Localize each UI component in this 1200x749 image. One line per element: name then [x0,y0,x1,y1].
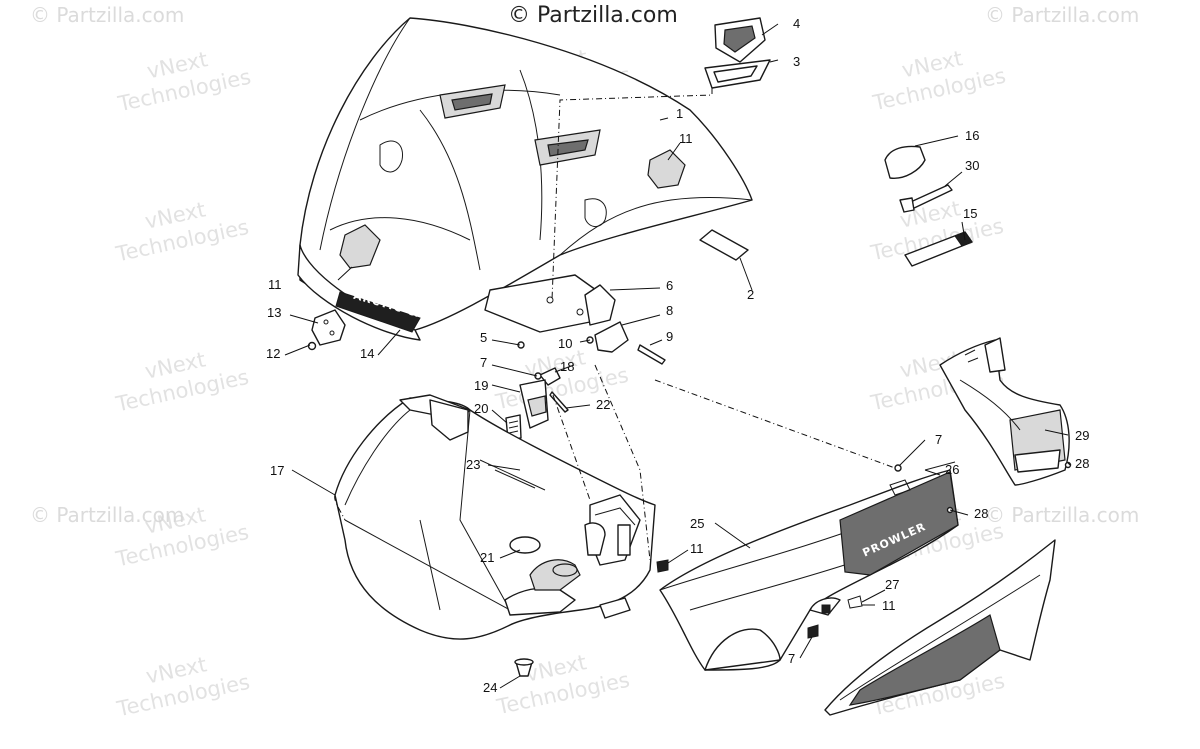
callout-label: 7 [935,432,942,447]
screw-part-22[interactable] [549,391,569,413]
callout-label: 29 [1075,428,1089,443]
callout-label: 28 [1075,456,1089,471]
callout-label: 2 [747,287,754,302]
fastener-part-7-right[interactable] [894,464,902,472]
vent-grille-part-4[interactable] [714,17,766,63]
callout-numbers: 4 3 1 11 16 30 15 2 11 6 13 8 9 5 10 12 … [266,16,1089,695]
side-panel-part-27[interactable] [824,539,1056,716]
callout-label: 23 [466,457,480,472]
callout-label: 30 [965,158,979,173]
vent-seal-part-3[interactable] [704,59,771,89]
callout-label: 21 [480,550,494,565]
callout-label: 4 [793,16,800,31]
watermark-partzilla: © Partzilla.com [30,3,184,27]
callout-label: 3 [793,54,800,69]
callout-label: 7 [788,651,795,666]
callout-label: 18 [560,359,574,374]
callout-label: 8 [666,303,673,318]
watermark-partzilla: © Partzilla.com [985,503,1139,527]
callout-label: 14 [360,346,374,361]
callout-label: 5 [480,330,487,345]
callout-label: 11 [882,598,896,613]
callout-label: 22 [596,397,610,412]
callout-label: 11 [679,131,693,146]
callout-label: 20 [474,401,488,416]
callout-label: 7 [480,355,487,370]
front-panel-part-25[interactable]: PROWLER [659,469,959,671]
callout-label: 11 [268,277,282,292]
foot-part-24[interactable] [514,658,534,677]
decal-part-26[interactable] [924,461,956,471]
bolt-part-12[interactable] [307,341,317,351]
callout-label: 25 [690,516,704,531]
copyright-notice: © Partzilla.com [508,3,678,28]
callout-label: 1 [676,106,683,121]
callout-label: 13 [267,305,281,320]
strip-part-2[interactable] [699,229,749,261]
leader-lines [284,23,1071,689]
callout-label: 12 [266,346,280,361]
callout-label: 16 [965,128,979,143]
rod-part-30[interactable] [899,184,953,213]
callout-label: 17 [270,463,284,478]
callout-label: 10 [558,336,572,351]
storage-bin-part-17[interactable] [334,394,656,640]
watermark-partzilla: © Partzilla.com [30,503,184,527]
hood-support-part-6[interactable] [484,274,616,333]
hinge-part-8[interactable] [594,321,629,353]
callout-label: 19 [474,378,488,393]
pin-part-9[interactable] [637,344,666,365]
fastener-part-7-lower[interactable] [807,624,819,639]
callout-label: 28 [974,506,988,521]
callout-label: 26 [945,462,959,477]
watermark-partzilla: © Partzilla.com [985,3,1139,27]
cover-part-16[interactable] [884,145,926,179]
hood-part-1[interactable]: ARCTIC CAT [297,17,753,341]
callout-label: 24 [483,680,497,695]
callout-label: 11 [690,541,704,556]
pad-part-15[interactable] [904,231,973,267]
latch-part-19[interactable] [519,379,549,429]
callout-label: 6 [666,278,673,293]
latch-bracket-part-13[interactable] [311,309,346,346]
callout-label: 27 [885,577,899,592]
clip-part-11-left[interactable] [656,559,669,573]
side-fender-part-29[interactable] [939,337,1070,486]
callout-label: 9 [666,329,673,344]
callout-label: 15 [963,206,977,221]
